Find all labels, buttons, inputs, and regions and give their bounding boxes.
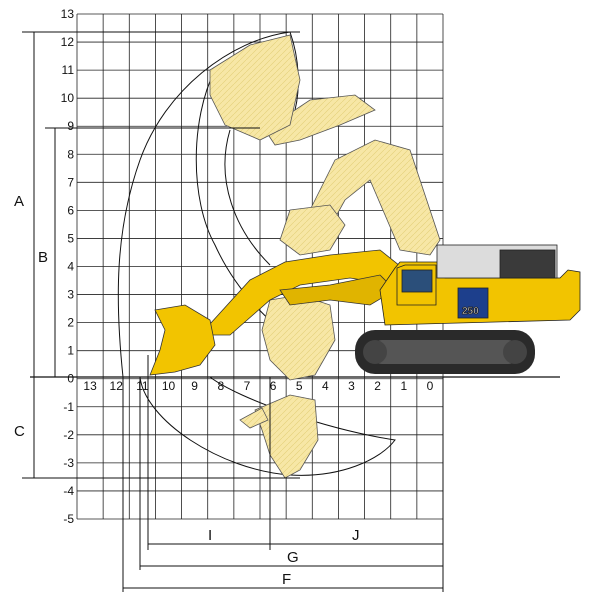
dim-label-a: A (14, 193, 24, 210)
y-tick-label: -3 (63, 456, 74, 470)
x-tick-label: 4 (322, 379, 329, 393)
x-tick-label: 7 (244, 379, 251, 393)
y-tick-label: -5 (63, 512, 74, 526)
y-tick-label: 6 (67, 203, 74, 217)
ghost-boom-high (209, 34, 441, 256)
y-tick-label: 5 (67, 231, 74, 245)
y-tick-label: 7 (67, 175, 74, 189)
x-tick-label: 2 (374, 379, 381, 393)
x-tick-label: 12 (110, 379, 124, 393)
excavator-bucket (149, 304, 216, 376)
dim-label-g: G (287, 549, 299, 566)
y-tick-label: 11 (62, 63, 75, 77)
x-tick-label: 3 (348, 379, 355, 393)
y-tick-label: 1 (67, 344, 74, 358)
dim-label-b: B (38, 249, 48, 266)
dimension-labels: A B C I J G F (14, 193, 360, 588)
y-tick-label: 9 (67, 119, 74, 133)
x-tick-label: 13 (83, 379, 97, 393)
y-tick-label: 10 (61, 91, 75, 105)
y-tick-label: 0 (67, 372, 74, 386)
dim-label-c: C (14, 423, 25, 440)
dim-label-f: F (282, 571, 291, 588)
x-tick-label: 5 (296, 379, 303, 393)
crawler-track (355, 330, 535, 374)
x-tick-label: 6 (270, 379, 277, 393)
y-tick-label: 12 (61, 35, 75, 49)
y-tick-label: 2 (67, 316, 74, 330)
y-tick-label: 13 (61, 7, 75, 21)
excavator-body: 250 (379, 244, 581, 326)
ghost-bucket-low (239, 294, 336, 479)
x-tick-label: 8 (217, 379, 224, 393)
dim-label-i: I (208, 527, 212, 544)
x-tick-label: 0 (427, 379, 434, 393)
y-tick-label: 3 (67, 288, 74, 302)
x-tick-label: 10 (162, 379, 176, 393)
y-tick-label: 4 (67, 260, 74, 274)
dim-label-j: J (352, 527, 360, 544)
x-tick-label: 9 (191, 379, 198, 393)
dimension-lines (22, 31, 444, 592)
x-tick-label: 1 (400, 379, 407, 393)
y-tick-label: -2 (63, 428, 74, 442)
y-tick-label: -1 (63, 400, 74, 414)
model-text: 250 (462, 306, 479, 317)
y-tick-label: 8 (67, 147, 74, 161)
y-tick-label: -4 (63, 484, 74, 498)
